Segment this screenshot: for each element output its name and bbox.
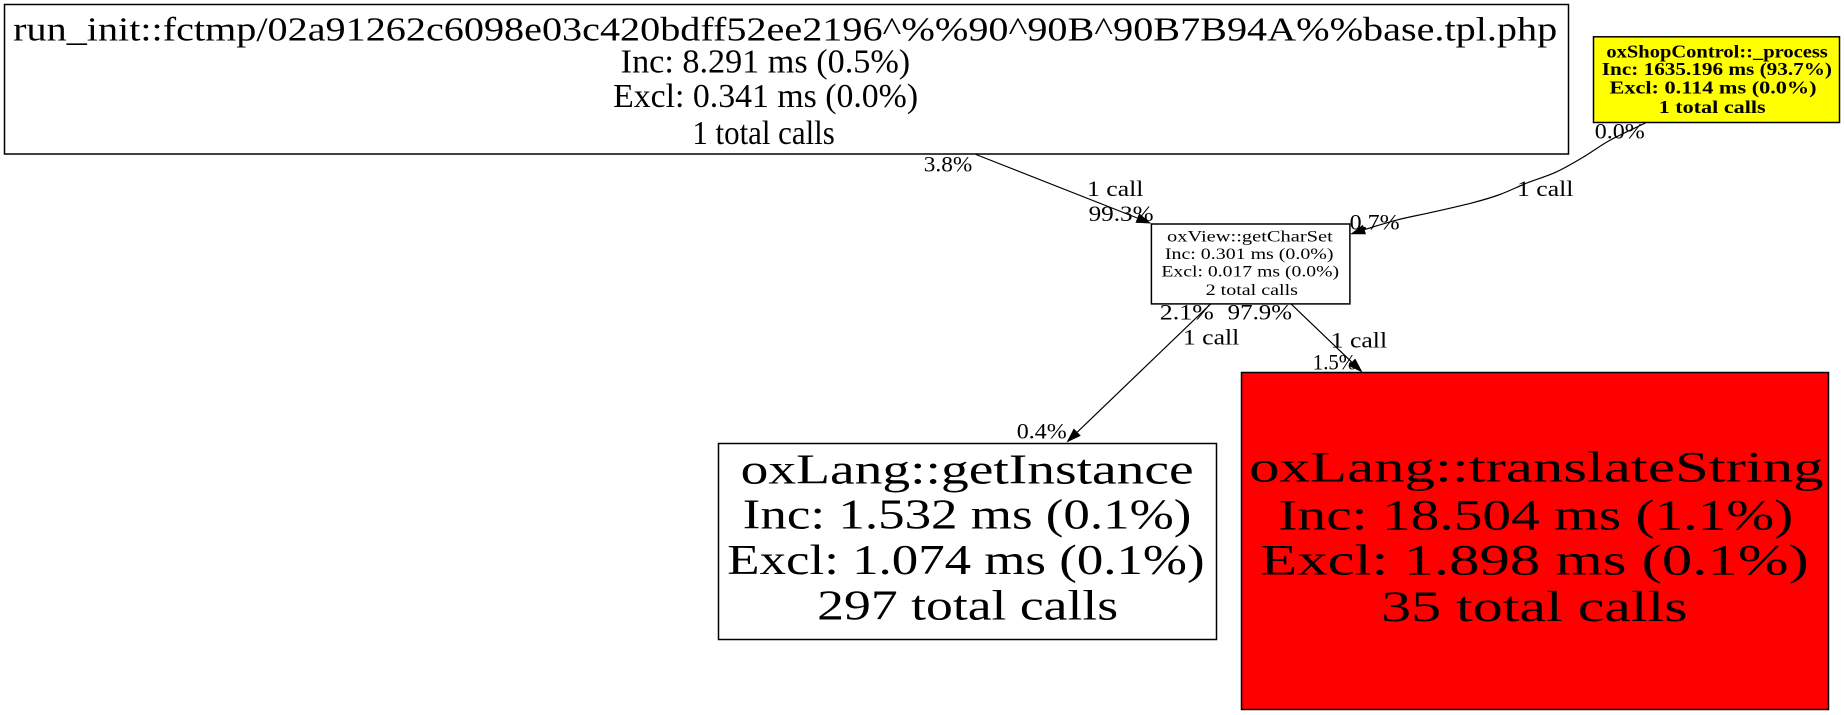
svg-text:97.9%: 97.9% (1228, 300, 1292, 325)
svg-text:oxLang::getInstance: oxLang::getInstance (741, 447, 1194, 494)
svg-text:2.1%: 2.1% (1160, 299, 1214, 324)
svg-text:0.4%: 0.4% (1017, 418, 1067, 443)
svg-text:0.0%: 0.0% (1595, 118, 1645, 143)
svg-text:run_init::fctmp/02a91262c6098e: run_init::fctmp/02a91262c6098e03c420bdff… (13, 12, 1557, 49)
svg-text:1 call: 1 call (1517, 176, 1573, 201)
svg-text:Inc: 0.301 ms (0.0%): Inc: 0.301 ms (0.0%) (1165, 246, 1334, 263)
svg-text:oxLang::translateString: oxLang::translateString (1249, 444, 1824, 492)
svg-text:1 call: 1 call (1331, 327, 1387, 352)
svg-text:1 total calls: 1 total calls (692, 115, 834, 152)
svg-text:Excl: 0.341 ms (0.0%): Excl: 0.341 ms (0.0%) (613, 78, 918, 115)
svg-text:Excl: 1.898 ms (0.1%): Excl: 1.898 ms (0.1%) (1260, 537, 1809, 585)
svg-text:2 total calls: 2 total calls (1206, 282, 1298, 299)
svg-text:Excl: 1.074 ms (0.1%): Excl: 1.074 ms (0.1%) (727, 537, 1204, 584)
svg-text:Inc: 8.291 ms (0.5%): Inc: 8.291 ms (0.5%) (621, 44, 911, 81)
svg-text:Inc: 18.504 ms (1.1%): Inc: 18.504 ms (1.1%) (1278, 491, 1793, 539)
svg-text:3.8%: 3.8% (924, 151, 973, 176)
svg-text:1 call: 1 call (1087, 176, 1143, 201)
svg-text:297 total calls: 297 total calls (817, 583, 1118, 630)
svg-text:Inc: 1635.196 ms (93.7%): Inc: 1635.196 ms (93.7%) (1602, 59, 1832, 80)
svg-text:oxShopControl::_process: oxShopControl::_process (1606, 41, 1827, 61)
svg-text:Excl: 0.017 ms (0.0%): Excl: 0.017 ms (0.0%) (1161, 264, 1339, 281)
svg-text:Excl: 0.114 ms (0.0%): Excl: 0.114 ms (0.0%) (1610, 78, 1817, 99)
svg-text:1.5%: 1.5% (1313, 349, 1356, 374)
svg-text:1 call: 1 call (1183, 324, 1239, 349)
svg-text:1 total calls: 1 total calls (1659, 97, 1766, 117)
svg-text:35 total calls: 35 total calls (1381, 583, 1687, 631)
svg-text:oxView::getCharSet: oxView::getCharSet (1167, 229, 1333, 246)
svg-text:Inc: 1.532 ms (0.1%): Inc: 1.532 ms (0.1%) (743, 492, 1192, 539)
